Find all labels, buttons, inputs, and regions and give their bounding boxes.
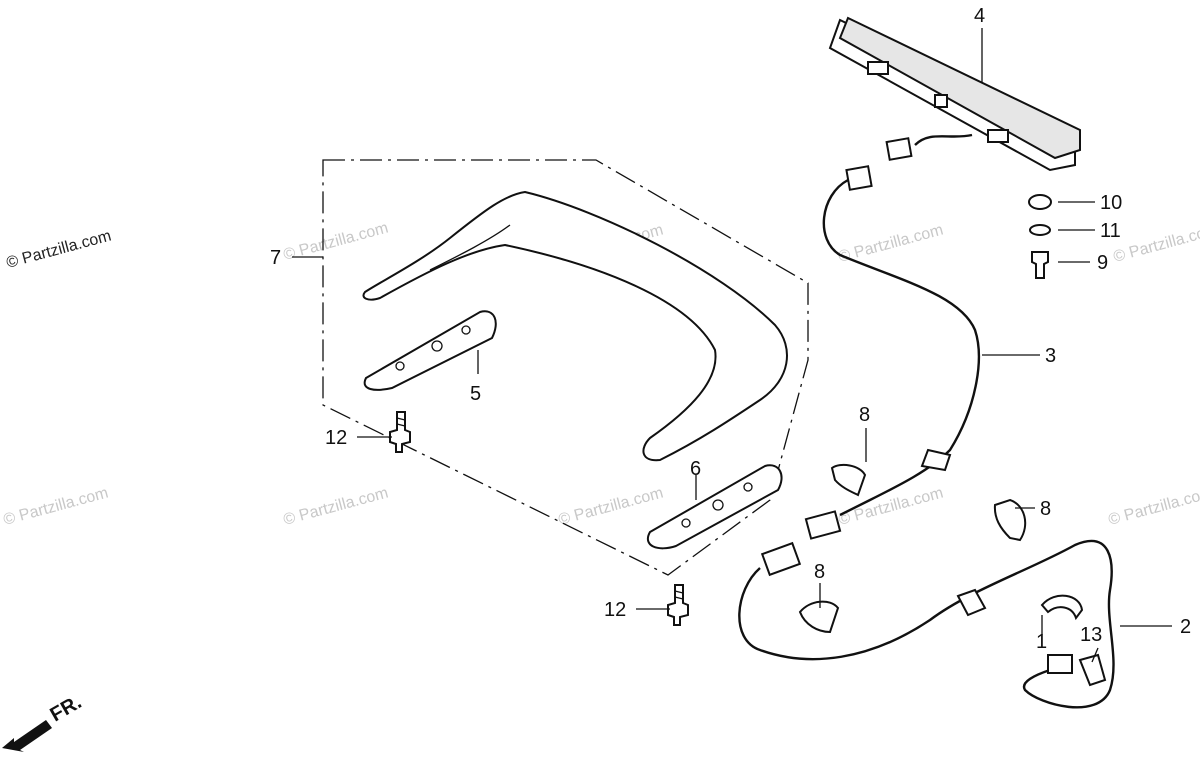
harness-2 xyxy=(738,539,1115,709)
callout-8-upper: 8 xyxy=(859,404,870,426)
connector xyxy=(1047,654,1073,674)
clip-1 xyxy=(1040,594,1084,621)
stoplight-pigtail xyxy=(914,133,973,146)
group-outline xyxy=(322,159,809,576)
callout-3: 3 xyxy=(1045,345,1056,367)
bracket-6 xyxy=(647,464,783,550)
front-arrow-icon xyxy=(2,720,52,752)
socket-13 xyxy=(1078,653,1107,687)
bracket-5 xyxy=(363,310,497,391)
callouts: 4 10 11 9 3 7 5 6 12 12 8 8 8 1 13 2 xyxy=(270,5,1191,653)
washer-11 xyxy=(1029,224,1051,236)
connector xyxy=(845,165,873,191)
callout-7: 7 xyxy=(270,247,281,269)
bolt-12-lower xyxy=(667,584,689,626)
callout-10: 10 xyxy=(1100,192,1122,214)
nut-10 xyxy=(1028,194,1052,210)
callout-12-lower: 12 xyxy=(604,599,626,621)
leader-lines xyxy=(292,28,1172,663)
bolt-12-upper xyxy=(389,411,411,453)
callout-12-upper: 12 xyxy=(325,427,347,449)
watermark: © Partzilla.com xyxy=(1112,222,1200,266)
connector xyxy=(804,510,842,540)
clip-8-right xyxy=(993,498,1027,542)
connector xyxy=(760,541,802,577)
grommet xyxy=(956,588,987,617)
callout-5: 5 xyxy=(470,383,481,405)
callout-13: 13 xyxy=(1080,624,1102,646)
callout-1: 1 xyxy=(1036,631,1047,653)
watermark: © Partzilla.com xyxy=(2,485,111,529)
bolt-9 xyxy=(1031,251,1049,279)
watermark-corner: © Partzilla.com xyxy=(5,228,114,272)
callout-6: 6 xyxy=(690,458,701,480)
connector xyxy=(885,137,913,161)
front-label: FR. xyxy=(47,691,86,726)
front-direction-indicator: FR. xyxy=(2,691,85,752)
clip-8-upper xyxy=(830,463,867,497)
clip-8-lower xyxy=(798,600,840,634)
grommet xyxy=(920,448,952,472)
watermark: © Partzilla.com xyxy=(557,485,666,529)
callout-11: 11 xyxy=(1100,220,1121,242)
spoiler-part xyxy=(362,190,788,462)
callout-8-lower: 8 xyxy=(814,561,825,583)
callout-9: 9 xyxy=(1097,252,1108,274)
callout-4: 4 xyxy=(974,5,985,27)
watermark: © Partzilla.com xyxy=(1107,485,1200,529)
callout-2: 2 xyxy=(1180,616,1191,638)
stop-light-4 xyxy=(828,16,1081,172)
watermark: © Partzilla.com xyxy=(282,485,391,529)
callout-8-right: 8 xyxy=(1040,498,1051,520)
